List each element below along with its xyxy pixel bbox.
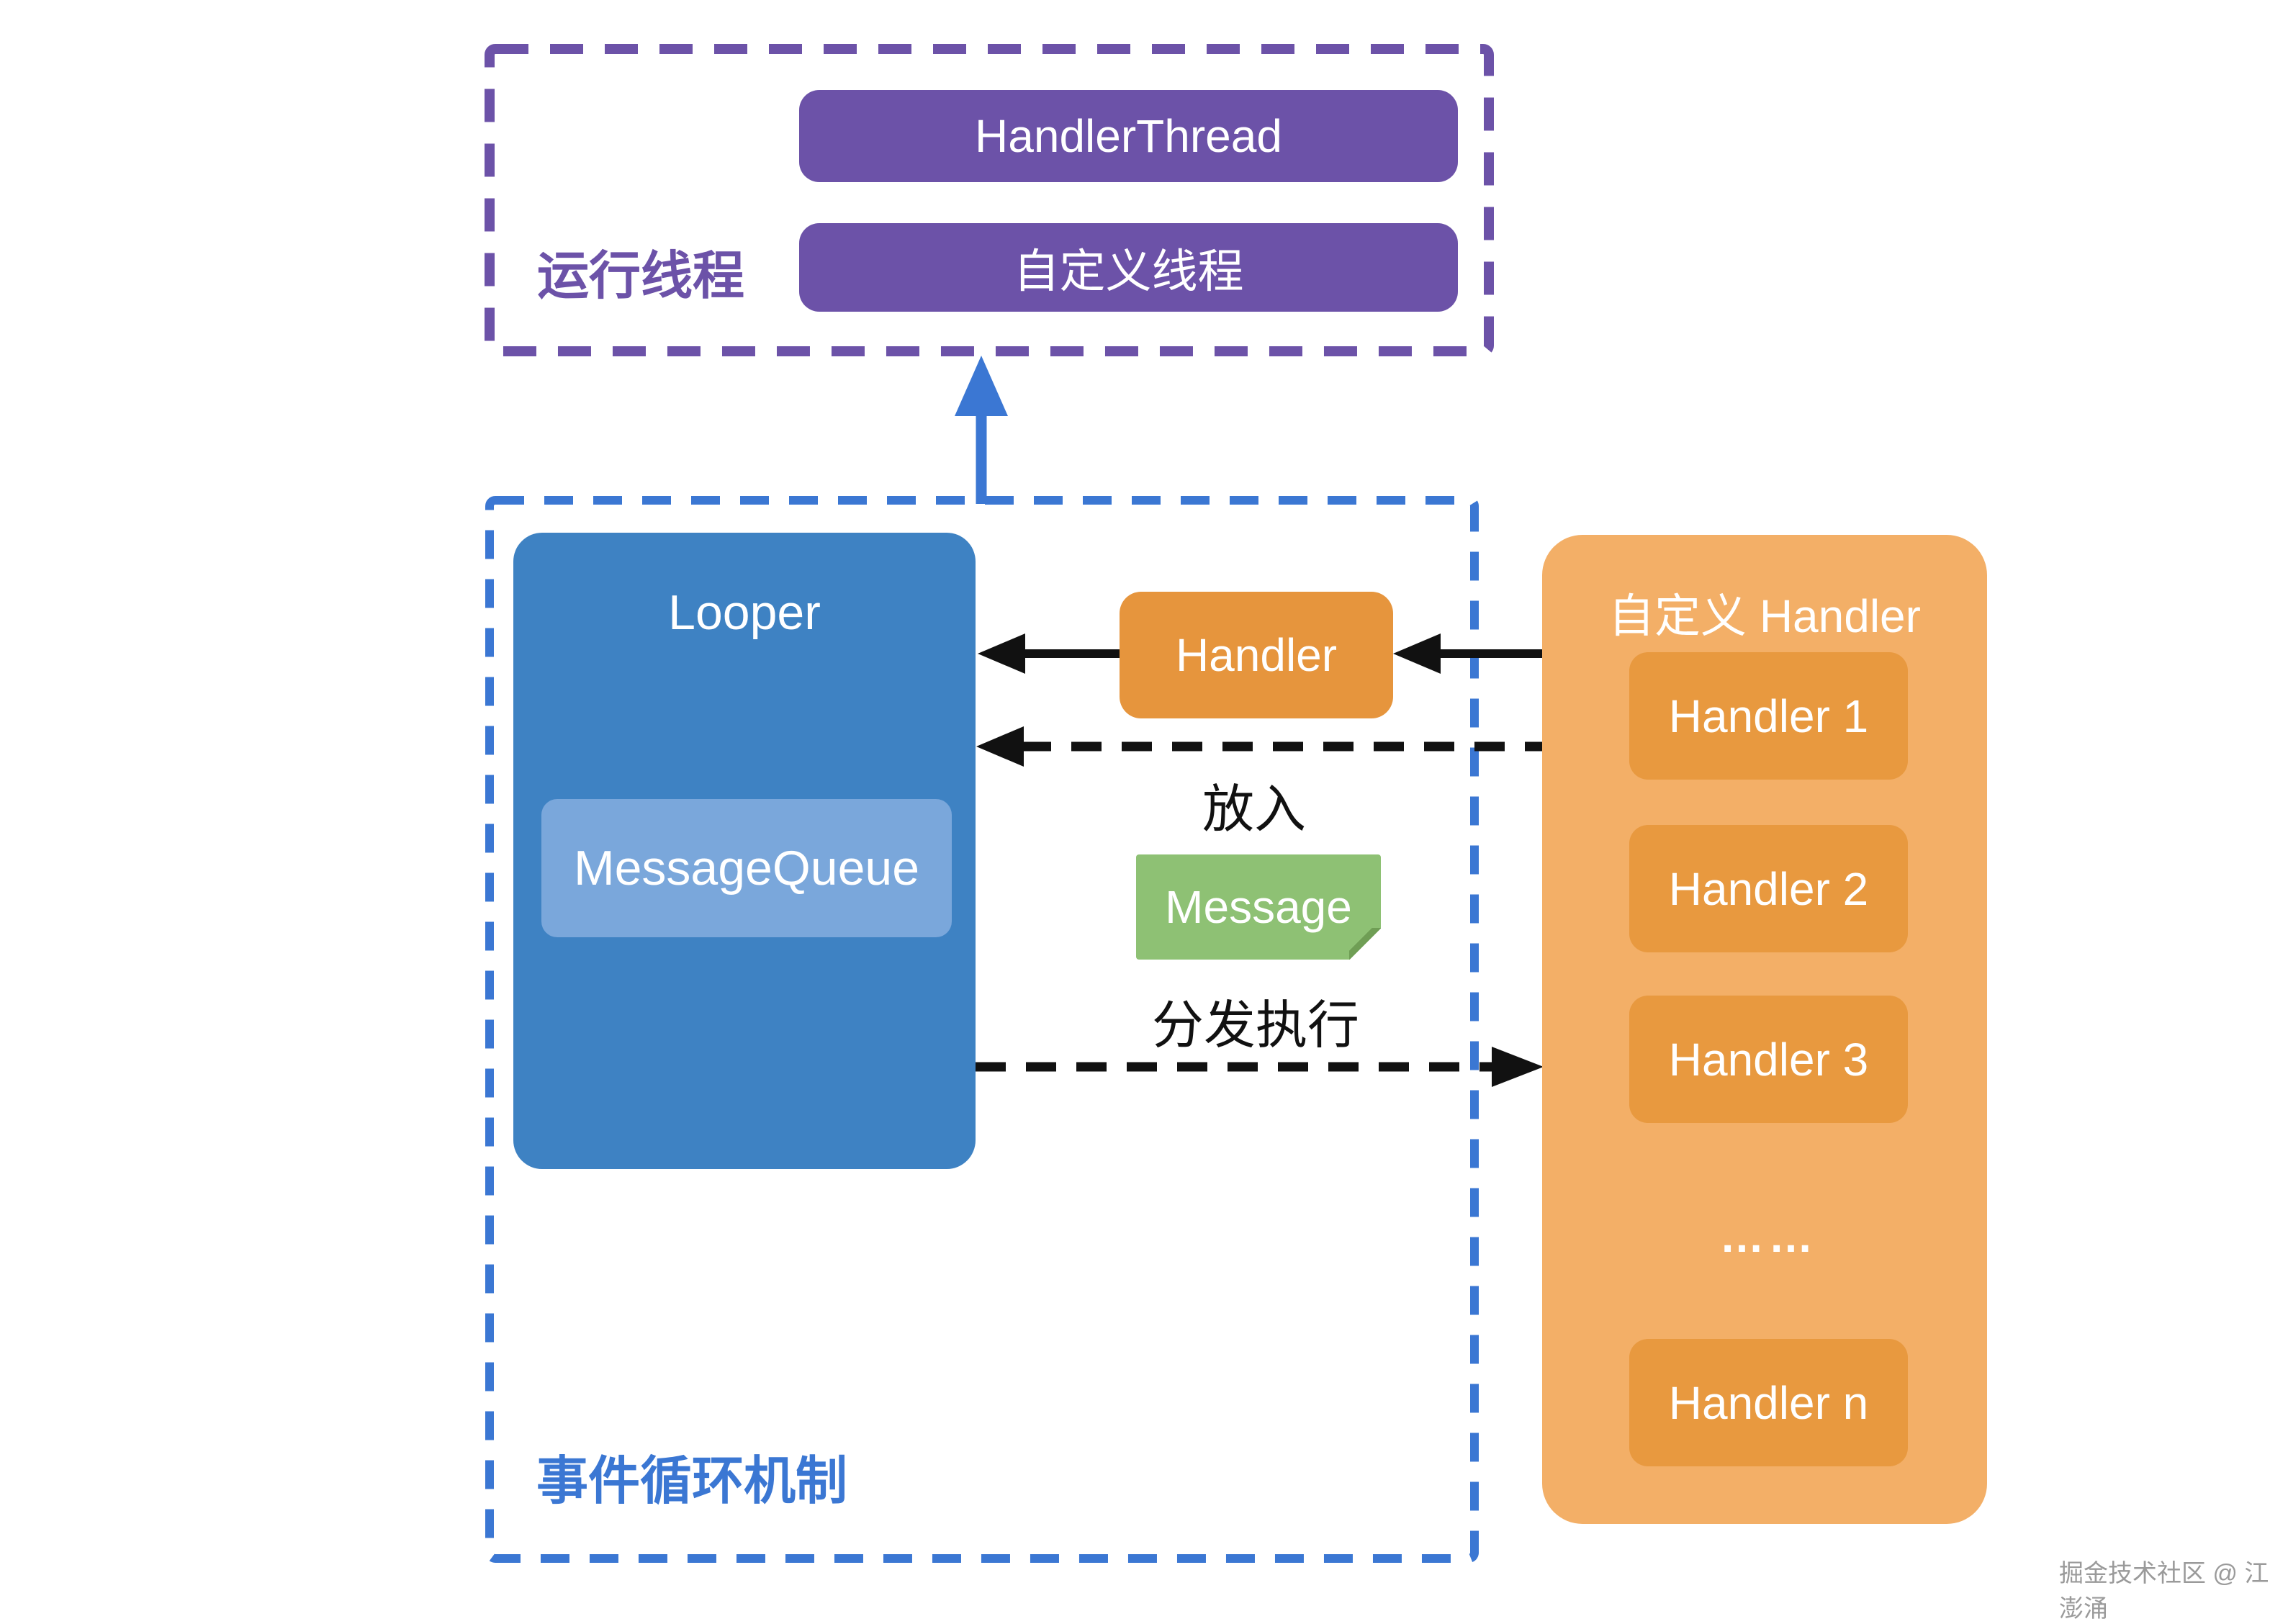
thread-group-dashed-border <box>485 44 1494 356</box>
loop-to-thread-arrow <box>955 356 1008 504</box>
looper-label: Looper <box>668 585 821 640</box>
handler-thread-box: HandlerThread <box>799 90 1458 182</box>
handler-item-n: Handler n <box>1629 1339 1908 1466</box>
handler-item-3: Handler 3 <box>1629 996 1908 1123</box>
handler-to-looper-arrow <box>978 633 1120 674</box>
looper-box: Looper MessageQueue <box>513 533 976 1169</box>
thread-group-label: 运行线程 <box>536 247 744 305</box>
event-loop-label: 事件循环机制 <box>536 1453 848 1510</box>
event-loop-dashed-border <box>485 496 1479 1563</box>
message-note: Message <box>1136 854 1381 960</box>
handler-box: Handler <box>1120 592 1393 718</box>
message-queue-box: MessageQueue <box>541 799 952 937</box>
put-label: 放入 <box>1202 780 1306 839</box>
watermark: 掘金技术社区 @ 江澎涌 <box>2059 1560 2269 1623</box>
dispatch-dashed-arrow <box>976 1047 1544 1087</box>
dispatch-label: 分发执行 <box>1151 996 1359 1055</box>
folded-corner-icon <box>1349 928 1381 960</box>
put-message-dashed-arrow <box>976 726 1542 767</box>
customhandler-to-handler-arrow <box>1393 633 1542 674</box>
handler-item-2: Handler 2 <box>1629 825 1908 952</box>
custom-handler-panel-title: 自定义 Handler <box>1608 590 1921 642</box>
custom-handler-panel: 自定义 Handler Handler 1 Handler 2 Handler … <box>1542 535 1987 1524</box>
handler-item-1: Handler 1 <box>1629 652 1908 780</box>
handler-items-ellipsis: …… <box>1719 1212 1818 1262</box>
custom-thread-box: 自定义线程 <box>799 223 1458 312</box>
message-label: Message <box>1165 881 1352 933</box>
